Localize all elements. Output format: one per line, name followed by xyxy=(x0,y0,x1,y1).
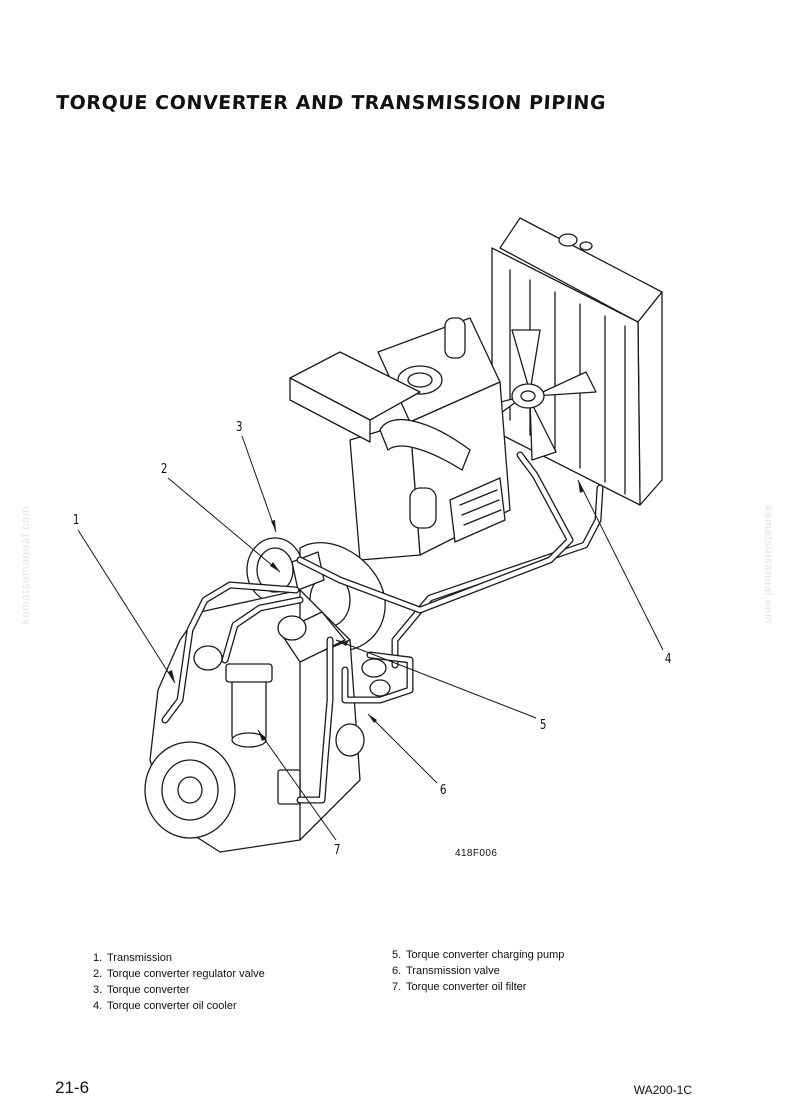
model-number: WA200-1C xyxy=(633,1083,692,1097)
legend-item: 6. Transmission valve xyxy=(392,963,564,979)
legend-number: 1. xyxy=(93,952,103,964)
callout-2: 2 xyxy=(160,462,168,477)
legend-number: 7. xyxy=(392,981,402,993)
legend-text: Torque converter xyxy=(107,984,190,996)
page-number: 21-6 xyxy=(55,1078,90,1097)
legend-number: 6. xyxy=(392,965,402,977)
callout-7: 7 xyxy=(333,843,341,858)
legend-item: 2. Torque converter regulator valve xyxy=(93,966,265,982)
piping-diagram xyxy=(77,217,664,853)
callout-1: 1 xyxy=(72,513,80,528)
legend-item: 7. Torque converter oil filter xyxy=(392,979,564,995)
legend-text: Torque converter oil filter xyxy=(406,981,527,993)
callout-leaders xyxy=(77,435,664,841)
legend-text: Torque converter regulator valve xyxy=(107,968,265,980)
legend-text: Transmission valve xyxy=(406,965,500,977)
legend-number: 5. xyxy=(392,949,402,961)
legend-left: 1. Transmission 2. Torque converter regula… xyxy=(93,950,265,1014)
legend-text: Torque converter charging pump xyxy=(406,949,565,961)
callout-3: 3 xyxy=(235,420,243,435)
figure-code: 418F006 xyxy=(455,848,498,859)
valves-and-pump xyxy=(193,551,391,697)
legend-text: Transmission xyxy=(107,952,172,964)
oil-filter xyxy=(225,663,301,805)
legend-item: 5. Torque converter charging pump xyxy=(392,947,564,963)
legend-number: 4. xyxy=(93,1000,103,1012)
engine xyxy=(289,317,511,561)
callout-4: 4 xyxy=(664,652,672,667)
legend-right: 5. Torque converter charging pump 6. Trans… xyxy=(392,947,564,995)
legend-number: 3. xyxy=(93,984,103,996)
oil-piping xyxy=(161,451,604,804)
legend-text: Torque converter oil cooler xyxy=(107,1000,237,1012)
callout-5: 5 xyxy=(539,718,547,733)
callout-6: 6 xyxy=(439,783,447,798)
legend-item: 1. Transmission xyxy=(93,950,265,966)
legend-item: 4. Torque converter oil cooler xyxy=(93,998,265,1014)
legend-item: 3. Torque converter xyxy=(93,982,265,998)
radiator xyxy=(491,217,663,506)
legend-number: 2. xyxy=(93,968,103,980)
